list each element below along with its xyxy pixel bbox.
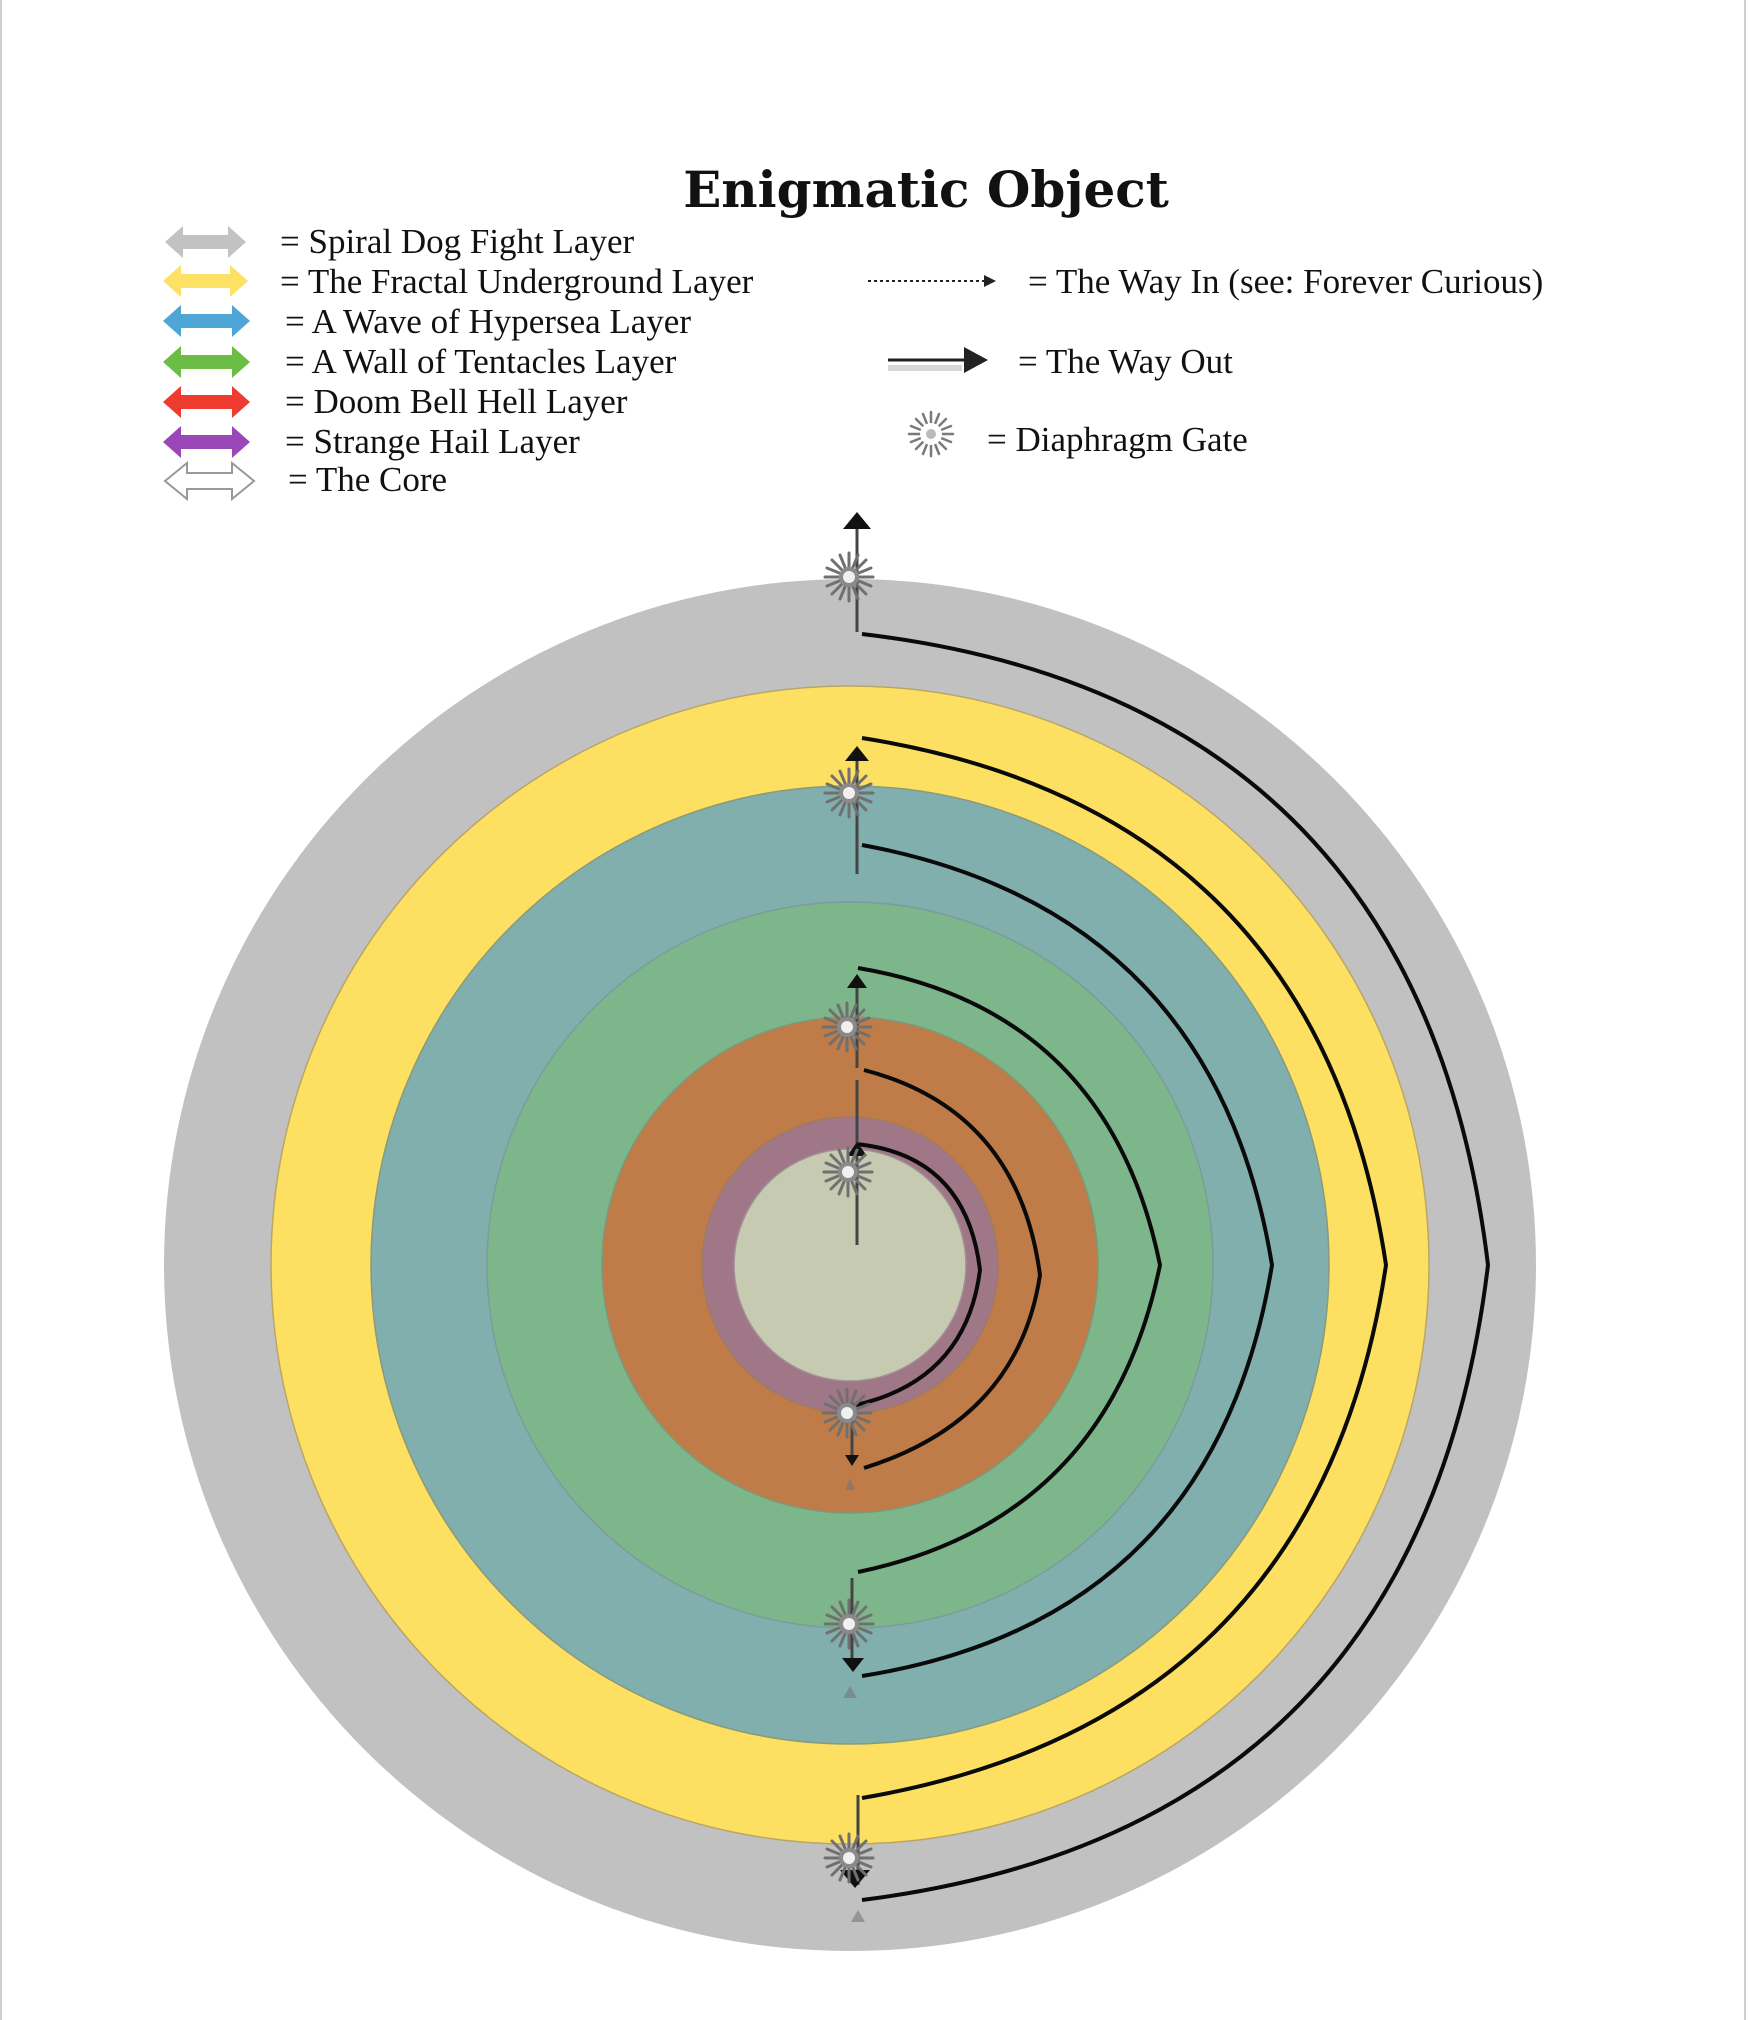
diagram-title: Enigmatic Object <box>683 160 1169 219</box>
way-out-paths <box>855 632 1491 1902</box>
way-out-path-doom-bell <box>863 1068 1043 1470</box>
legend-arrow-spiral-dog-fight <box>165 226 246 258</box>
legend-arrow-hypersea <box>163 305 250 337</box>
way-out-path-spiral <box>861 632 1491 1902</box>
legend-label-doom-bell-hell: = Doom Bell Hell Layer <box>285 382 628 421</box>
legend-label-tentacles: = A Wall of Tentacles Layer <box>285 342 677 381</box>
legend-label-fractal-underground: = The Fractal Underground Layer <box>280 262 754 301</box>
legend-arrow-core <box>163 460 256 502</box>
legend-label-hypersea: = A Wave of Hypersea Layer <box>285 302 691 341</box>
diaphragm-gate-hail-bottom <box>821 1387 873 1439</box>
legend-label-spiral-dog-fight: = Spiral Dog Fight Layer <box>280 222 635 261</box>
way-out-path-fractal <box>861 736 1389 1800</box>
legend-way-in-dotted-arrow <box>868 275 996 287</box>
way-out-path-hypersea <box>861 843 1275 1678</box>
diaphragm-gate-fractal-bottom <box>823 1832 875 1884</box>
legend-arrow-doom-bell-hell <box>163 386 250 418</box>
legend-arrow-fractal-underground <box>163 265 248 297</box>
way-out-path-strange-hail <box>855 1142 983 1407</box>
ring-core <box>733 1148 967 1382</box>
legend-label-way-out: = The Way Out <box>1018 342 1233 381</box>
diaphragm-gate-outer-top <box>823 551 875 603</box>
layer-rings <box>164 579 1536 1951</box>
legend-label-core: = The Core <box>288 460 448 499</box>
gate-shadow-marks <box>843 1478 865 1922</box>
legend-label-diaphragm-gate: = Diaphragm Gate <box>987 420 1248 459</box>
diaphragm-gate-fractal-top <box>823 767 875 819</box>
way-out-path-tentacles <box>857 966 1163 1574</box>
legend-diaphragm-gate-icon <box>907 410 955 458</box>
legend-arrow-strange-hail <box>163 426 250 458</box>
legend-arrow-tentacles <box>163 346 250 378</box>
diaphragm-gate-tentacles-top <box>821 1001 873 1053</box>
diaphragm-gate-hail-top <box>822 1146 874 1198</box>
diaphragm-gate-tentacles-bottom <box>823 1598 875 1650</box>
legend-way-out-solid-arrow <box>888 347 988 373</box>
legend-label-way-in: = The Way In (see: Forever Curious) <box>1028 262 1544 301</box>
legend-label-strange-hail: = Strange Hail Layer <box>285 422 580 461</box>
